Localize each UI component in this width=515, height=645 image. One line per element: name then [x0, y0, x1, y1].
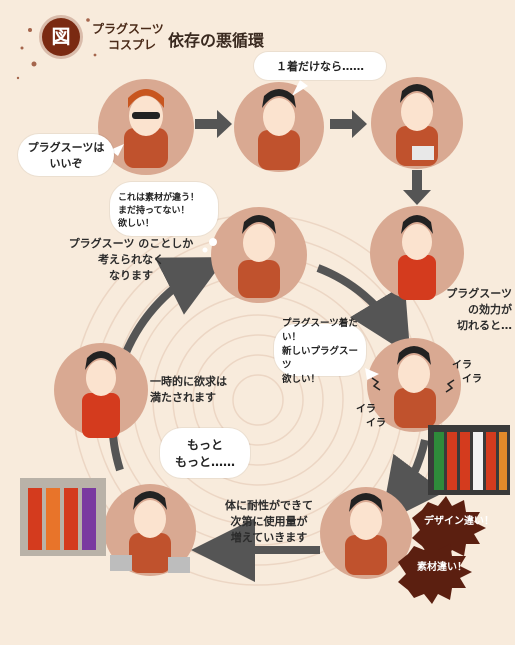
- bubble-friend: プラグスーツは いいぞ: [18, 134, 114, 176]
- header-subtitle-line2: コスプレ: [108, 38, 157, 52]
- figure-irritated: [394, 346, 436, 428]
- caption-satisfied: 一時的に欲求は 満たされます: [150, 375, 227, 404]
- photo-suit-display: [20, 478, 106, 556]
- figures: [82, 84, 438, 575]
- caption-wears-off: プラグスーツ の効力が 切れると…: [446, 287, 512, 332]
- arrow-step2: [330, 110, 367, 138]
- bubble-want-new: プラグスーツ着たい！ 新しいプラグスーツ 欲しい！: [274, 318, 366, 385]
- caption-tolerance: 体に耐性ができて 次第に使用量が 増えていきます: [225, 499, 313, 544]
- figure-beginner: [258, 89, 300, 170]
- ink-splatter: [16, 18, 97, 80]
- burst-material-text: 素材違い！: [417, 562, 467, 573]
- figure-badge: 図: [42, 18, 80, 56]
- irritation-text-2: イラ: [462, 374, 482, 385]
- page-title: 依存の悪循環: [168, 31, 265, 50]
- figure-shopping: [345, 493, 387, 575]
- caption-obsessed: プラグスーツ のことしか 考えられなく なります: [68, 237, 194, 282]
- burst-material: [398, 540, 472, 604]
- figure-thinking: [238, 215, 280, 298]
- top-row-arrows: [195, 110, 431, 205]
- figure-wearing: [398, 215, 436, 300]
- irritation-text-4: イラ: [366, 418, 386, 429]
- irritation-marks: [371, 377, 455, 393]
- bubble-thought: これは素材が違う！ まだ持ってない！ 欲しい！: [110, 182, 218, 236]
- burst-design-text: デザイン違い！: [424, 516, 494, 527]
- irritation-text-3: イラ: [356, 404, 376, 415]
- figure-hoarding: [110, 491, 190, 573]
- photo-suit-rack: [428, 425, 510, 495]
- irritation-text-1: イラ: [452, 360, 472, 371]
- figure-satisfied: [82, 351, 120, 438]
- header-subtitle-line1: プラグスーツ: [92, 22, 164, 36]
- figure-friend: [124, 89, 168, 168]
- arrow-step1: [195, 110, 232, 138]
- arrow-down: [403, 170, 431, 205]
- bubble-more: もっと もっと……: [160, 428, 250, 478]
- figure-buyer: [396, 84, 438, 166]
- bubble-just-one: １着だけなら……: [254, 52, 386, 80]
